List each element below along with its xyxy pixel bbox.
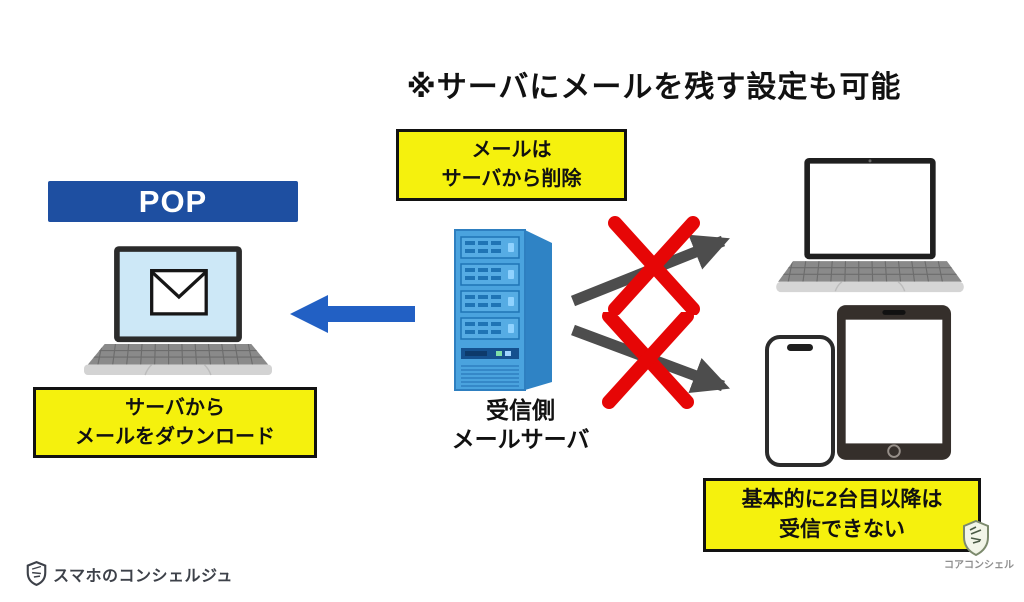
- callout-download: サーバから メールをダウンロード: [33, 387, 317, 458]
- smartphone-icon: [764, 334, 836, 468]
- callout-line: 受信できない: [779, 518, 905, 541]
- laptop-email-icon: [84, 246, 272, 378]
- laptop-icon: [776, 158, 964, 294]
- server-label: 受信側 メールサーバ: [428, 396, 613, 454]
- corporate-shield-icon: [962, 520, 990, 556]
- crossed-arrow-down-icon: [565, 312, 755, 412]
- pop-protocol-badge: POP: [48, 181, 298, 222]
- brand-left-label: スマホのコンシェルジュ: [53, 567, 233, 585]
- page-title: ※サーバにメールを残す設定も可能: [406, 71, 902, 104]
- server-label-line: 受信側: [486, 397, 555, 423]
- mail-server-icon: [449, 226, 559, 394]
- callout-line: サーバから: [125, 396, 225, 419]
- server-label-line: メールサーバ: [451, 425, 590, 452]
- callout-line: サーバから削除: [441, 168, 582, 190]
- callout-line: メールをダウンロード: [75, 425, 275, 448]
- crossed-arrow-up-icon: [565, 215, 755, 315]
- arrow-left-icon: [288, 292, 416, 336]
- callout-mail-deleted: メールは サーバから削除: [396, 129, 627, 201]
- callout-line: メールは: [471, 139, 552, 161]
- brand-shield-icon: [26, 561, 47, 586]
- brand-right-label: コアコンシェル: [944, 560, 1014, 571]
- callout-no-receive: 基本的に2台目以降は 受信できない: [703, 478, 981, 552]
- tablet-icon: [836, 304, 952, 461]
- brand-left: スマホのコンシェルジュ: [26, 561, 233, 586]
- callout-line: 基本的に2台目以降は: [741, 487, 943, 511]
